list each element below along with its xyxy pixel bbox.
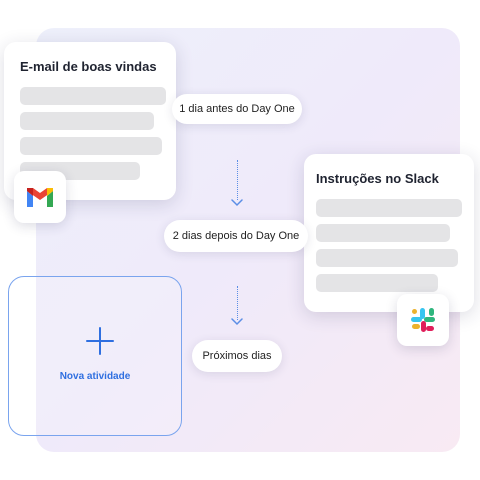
- timeline-connector: [237, 160, 238, 200]
- placeholder-line: [316, 224, 450, 242]
- email-card-title: E-mail de boas vindas: [20, 59, 157, 74]
- placeholder-line: [20, 137, 162, 155]
- placeholder-line: [20, 112, 154, 130]
- slack-card[interactable]: Instruções no Slack: [304, 154, 474, 312]
- step-label: Próximos dias: [202, 350, 272, 362]
- timeline-connector: [237, 286, 238, 320]
- placeholder-line: [316, 274, 438, 292]
- new-activity-button[interactable]: Nova atividade: [8, 276, 182, 436]
- gmail-icon: [14, 171, 66, 223]
- placeholder-line: [316, 249, 458, 267]
- step-label: 1 dia antes do Day One: [179, 103, 295, 115]
- slack-card-title: Instruções no Slack: [316, 171, 439, 186]
- placeholder-line: [20, 87, 166, 105]
- chevron-down-icon: [231, 318, 243, 326]
- plus-icon: [86, 327, 114, 355]
- step-label: 2 dias depois do Day One: [172, 230, 300, 242]
- slack-icon: [397, 294, 449, 346]
- step-pill: Próximos dias: [192, 340, 282, 372]
- new-activity-label: Nova atividade: [59, 371, 131, 382]
- chevron-down-icon: [231, 199, 243, 207]
- placeholder-line: [316, 199, 462, 217]
- step-pill: 1 dia antes do Day One: [172, 94, 302, 124]
- step-pill: 2 dias depois do Day One: [164, 220, 308, 252]
